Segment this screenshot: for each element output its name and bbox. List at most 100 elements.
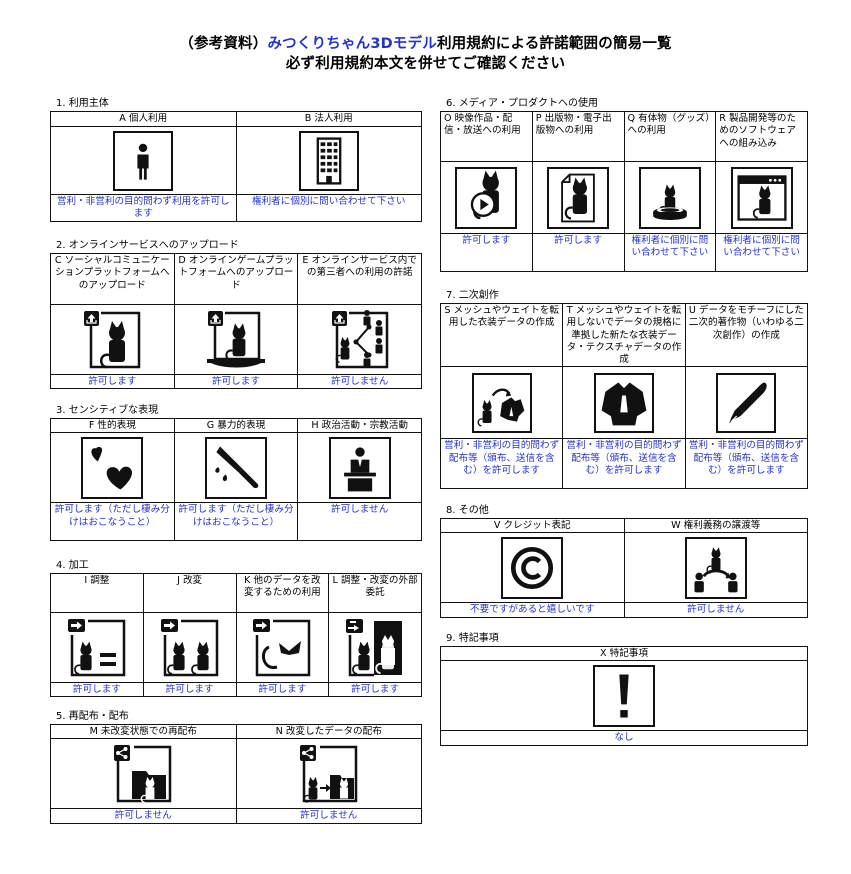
section-media-product: 6. メディア・プロダクトへの使用 O 映像作品・配信・放送への利用 P 出版物…: [440, 98, 808, 272]
section-label: 2. オンラインサービスへのアップロード: [56, 240, 239, 251]
section-sensitive-expression: 3. センシティブな表現 F 性的表現 G 暴力的表現 H 政治活動・宗教活動 …: [50, 405, 422, 542]
section-label: 1. 利用主体: [56, 98, 109, 109]
item-head-C: C ソーシャルコミュニケーションプラットフォームへのアップロード: [50, 253, 175, 305]
rights-transfer-icon: [684, 536, 747, 599]
section-label: 7. 二次創作: [446, 290, 499, 301]
exclamation-icon: [593, 664, 655, 727]
item-result-W: 許可しません: [623, 602, 808, 618]
section-redistribution: 5. 再配布・配布 M 未改変状態での再配布 N 改変したデータの配布 許可しま…: [50, 711, 422, 824]
item-head-O: O 映像作品・配信・放送への利用: [440, 111, 533, 162]
page-title: （参考資料）みつくりちゃん3Dモデル利用規約による許諾範囲の簡易一覧 必ず利用規…: [0, 34, 851, 74]
item-result-X: なし: [440, 730, 808, 746]
title-suffix: 利用規約による許諾範囲の簡易一覧: [436, 36, 672, 52]
item-result-T: 営利・非営利の目的問わず配布等（頒布、送信を含む）を許可します: [562, 438, 686, 490]
title-line-2: 必ず利用規約本文を併せてご確認ください: [285, 56, 566, 72]
item-result-H: 許可しません: [297, 502, 422, 542]
item-result-B: 権利者に個別に問い合わせて下さい: [235, 194, 422, 222]
item-head-E: E オンラインサービス内での第三者への利用の許諾: [297, 253, 422, 305]
item-head-F: F 性的表現: [50, 417, 175, 434]
title-prefix: （参考資料）: [179, 36, 268, 52]
section-others: 8. その他 V クレジット表記 W 権利義務の譲渡等 不要ですがあると嬉しいで…: [440, 505, 808, 618]
item-head-I: I 調整: [50, 573, 144, 613]
permission-table: M 未改変状態での再配布 N 改変したデータの配布 許可しません 許可しません: [50, 723, 422, 824]
item-head-U: U データをモチーフにした二次的著作物（いわゆる二次創作）の作成: [684, 302, 809, 368]
office-building-icon: [298, 130, 359, 191]
hearts-icon: [81, 436, 144, 499]
item-result-N: 許可しません: [235, 808, 422, 824]
item-result-S: 営利・非営利の目的問わず配布等（頒布、送信を含む）を許可します: [439, 438, 564, 490]
item-result-C: 許可します: [50, 373, 175, 390]
item-result-M: 許可しません: [50, 808, 237, 824]
item-head-J: J 改変: [142, 573, 237, 613]
item-result-L: 許可します: [328, 681, 422, 698]
item-result-U: 営利・非営利の目的問わず配布等（頒布、送信を含む）を許可します: [684, 438, 809, 490]
section-online-upload: 2. オンラインサービスへのアップロード C ソーシャルコミュニケーションプラッ…: [50, 240, 422, 390]
adjust-equal-icon: [65, 616, 128, 679]
section-usage-subject: 1. 利用主体 A 個人利用 B 法人利用 営利・非営利の目的問わず利用を許可し…: [50, 98, 422, 222]
title-highlight: みつくりちゃん3Dモデル: [267, 36, 437, 52]
permission-table: S メッシュやウェイトを転用した衣装データの作成 T メッシュやウェイトを転用し…: [439, 302, 809, 490]
knife-blood-icon: [204, 436, 267, 499]
costume-icon: [593, 372, 654, 433]
share-modified-icon: [297, 742, 360, 805]
item-head-S: S メッシュやウェイトを転用した衣装データの作成: [439, 302, 564, 368]
podium-speaker-icon: [328, 436, 391, 499]
permission-table: C ソーシャルコミュニケーションプラットフォームへのアップロード D オンライン…: [50, 253, 422, 390]
section-label: 8. その他: [446, 505, 489, 516]
item-result-A: 営利・非営利の目的問わず利用を許可します: [50, 194, 237, 222]
permission-table: O 映像作品・配信・放送への利用 P 出版物・電子出版物への利用 Q 有体物（グ…: [440, 111, 808, 272]
outsource-icon: [344, 616, 407, 679]
item-result-R: 権利者に個別に問い合わせて下さい: [715, 233, 808, 272]
software-window-icon: [730, 166, 793, 229]
section-label: 5. 再配布・配布: [56, 711, 129, 722]
item-head-N: N 改変したデータの配布: [235, 723, 422, 740]
item-head-G: G 暴力的表現: [173, 417, 299, 434]
modify-icon: [158, 616, 221, 679]
section-label: 9. 特記事項: [446, 633, 499, 644]
item-head-H: H 政治活動・宗教活動: [297, 417, 422, 434]
use-for-other-data-icon: [251, 616, 314, 679]
figure-goods-icon: [638, 166, 701, 229]
person-icon: [113, 130, 174, 191]
item-head-D: D オンラインゲームプラットフォームへのアップロード: [173, 253, 299, 305]
section-label: 6. メディア・プロダクトへの使用: [446, 98, 599, 109]
permission-table: A 個人利用 B 法人利用 営利・非営利の目的問わず利用を許可します 権利者に個…: [50, 111, 422, 222]
item-result-J: 許可します: [142, 681, 237, 698]
permission-table: F 性的表現 G 暴力的表現 H 政治活動・宗教活動 許可します（ただし棲み分け…: [50, 417, 422, 542]
item-head-M: M 未改変状態での再配布: [50, 723, 237, 740]
item-head-A: A 個人利用: [50, 111, 237, 127]
costume-transfer-icon: [471, 372, 532, 433]
video-play-icon: [455, 166, 518, 229]
permission-table: X 特記事項 なし: [440, 645, 808, 746]
section-special-notes: 9. 特記事項 X 特記事項 なし: [440, 633, 808, 746]
title-line-1: （参考資料）みつくりちゃん3Dモデル利用規約による許諾範囲の簡易一覧: [0, 34, 851, 54]
item-result-P: 許可します: [531, 233, 625, 272]
item-result-K: 許可します: [235, 681, 330, 698]
item-head-R: R 製品開発等のためのソフトウェアへの組み込み: [715, 111, 808, 162]
upload-game-platform-icon: [202, 308, 269, 371]
item-result-F: 許可します（ただし棲み分けはおこなうこと）: [50, 502, 175, 542]
upload-share-third-party-icon: [328, 308, 391, 371]
share-folder-icon: [112, 742, 175, 805]
item-head-Q: Q 有体物（グッズ）への利用: [623, 111, 717, 162]
publication-icon: [547, 166, 610, 229]
item-head-W: W 権利義務の譲渡等: [623, 517, 808, 534]
section-processing: 4. 加工 I 調整 J 改変 K 他のデータを改変するための利用 L 調整・改…: [50, 560, 422, 698]
pen-nib-icon: [716, 372, 777, 433]
upload-avatar-icon: [81, 308, 144, 371]
permission-table: V クレジット表記 W 権利義務の譲渡等 不要ですがあると嬉しいです 許可しませ…: [440, 517, 808, 618]
item-result-Q: 権利者に個別に問い合わせて下さい: [623, 233, 717, 272]
section-label: 4. 加工: [56, 560, 89, 571]
permission-table: I 調整 J 改変 K 他のデータを改変するための利用 L 調整・改変の外部委託…: [50, 573, 422, 698]
item-result-D: 許可します: [173, 373, 299, 390]
item-head-T: T メッシュやウェイトを転用しないでデータの規格に準拠した新たな衣装データ・テク…: [562, 302, 686, 368]
copyright-icon: [501, 536, 564, 599]
item-head-V: V クレジット表記: [440, 517, 625, 534]
item-result-V: 不要ですがあると嬉しいです: [440, 602, 625, 618]
item-head-X: X 特記事項: [440, 645, 808, 662]
item-result-O: 許可します: [440, 233, 533, 272]
item-head-L: L 調整・改変の外部委託: [328, 573, 422, 613]
item-head-K: K 他のデータを改変するための利用: [235, 573, 330, 613]
item-head-B: B 法人利用: [235, 111, 422, 127]
section-label: 3. センシティブな表現: [56, 405, 159, 416]
